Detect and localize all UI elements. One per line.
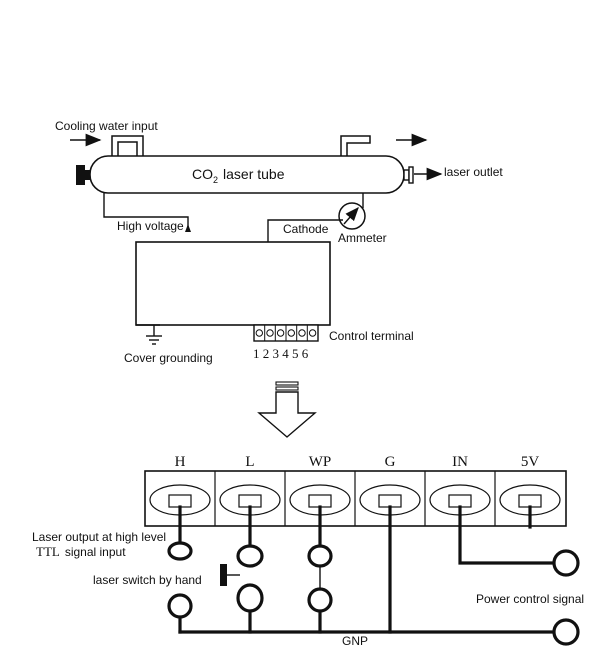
ttl-contact-upper [167,541,193,561]
terminal-label-in: IN [452,454,468,470]
in-wire [458,505,555,565]
high-voltage-connector [185,224,191,232]
gnp-label: GNP [342,634,368,648]
cover-grounding-label: Cover grounding [124,351,213,365]
cathode-wire [267,219,343,242]
control-terminal-block [253,324,319,342]
wp-contact-lower [307,587,333,613]
control-terminal-label: Control terminal [329,329,414,343]
high-voltage-label: High voltage [117,219,184,233]
tube-right-cap [403,169,410,181]
tube-left-cap [76,165,85,185]
laser-output-label: Laser output at high level [32,530,166,544]
terminal-label-5v: 5V [521,454,540,470]
water-inlet-pipe [111,135,144,156]
wp-contact-upper [307,544,333,568]
power-control-label: Power control signal [476,592,584,606]
power-control-contact [552,549,580,577]
hand-switch-contact-upper [236,544,264,568]
laser-switch-label: laser switch by hand [93,573,202,587]
gnp-contact [552,618,580,646]
water-outlet-pipe [340,135,371,156]
down-arrow-icon [257,381,317,438]
terminal-numbers: 1 2 3 4 5 6 [253,346,309,361]
ammeter-label: Ammeter [338,231,387,245]
terminal-label-h: H [175,454,186,470]
cooling-water-input-label: Cooling water input [55,119,158,133]
terminal-label-wp: WP [309,454,332,470]
power-supply-box [135,241,331,326]
ttl-contact-lower [167,593,193,619]
terminal-label-l: L [245,454,254,470]
terminal-wiring-section: H L WP G IN 5V [32,454,584,648]
terminal-label-g: G [385,454,396,470]
laser-outlet-label: laser outlet [444,165,503,179]
cathode-label: Cathode [283,222,329,236]
push-switch-icon [220,564,240,586]
hand-switch-contact-lower [236,583,264,613]
ammeter-icon [338,202,366,230]
ground-icon [136,324,162,345]
